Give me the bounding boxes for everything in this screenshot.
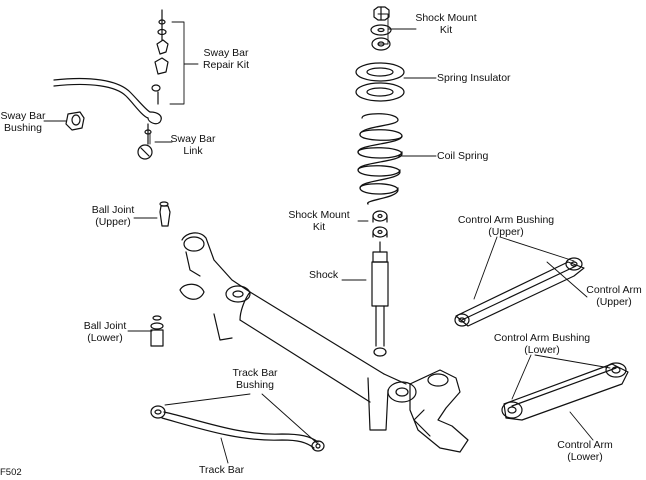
sway-bar	[53, 77, 162, 125]
label-control-arm-bushing-lower: Control Arm Bushing (Lower)	[493, 332, 591, 356]
axle-beam	[179, 232, 469, 453]
ball-joint-lower	[150, 315, 164, 347]
sway-bar-bushing	[65, 111, 85, 131]
label-sway-bar-bushing: Sway Bar Bushing	[0, 110, 46, 134]
label-shock-mount-kit-top: Shock Mount Kit	[415, 12, 477, 36]
track-bar	[150, 405, 325, 452]
label-track-bar: Track Bar	[199, 464, 245, 476]
label-control-arm-upper: Control Arm (Upper)	[586, 284, 642, 308]
label-coil-spring: Coil Spring	[437, 150, 489, 162]
control-arm-lower	[501, 362, 629, 421]
spring-insulator	[355, 62, 405, 102]
shock-mount-kit-mid	[372, 210, 388, 238]
control-arm-upper	[454, 257, 585, 327]
sway-bar-link	[137, 123, 153, 160]
label-shock: Shock	[309, 269, 339, 281]
label-spring-insulator: Spring Insulator	[437, 72, 511, 84]
shock-absorber	[371, 241, 389, 357]
label-track-bar-bushing: Track Bar Bushing	[232, 367, 278, 391]
label-sway-bar-repair-kit: Sway Bar Repair Kit	[202, 47, 250, 71]
label-sway-bar-link: Sway Bar Link	[170, 133, 216, 157]
sway-bar-repair-kit	[151, 9, 169, 105]
figure-code: F502	[0, 467, 22, 478]
label-shock-mount-kit-mid: Shock Mount Kit	[288, 209, 350, 233]
label-ball-joint-lower: Ball Joint (Lower)	[83, 320, 127, 344]
shock-mount-kit-top	[370, 6, 392, 51]
ball-joint-upper	[159, 201, 171, 227]
label-control-arm-lower: Control Arm (Lower)	[557, 439, 613, 463]
label-control-arm-bushing-upper: Control Arm Bushing (Upper)	[457, 214, 555, 238]
label-ball-joint-upper: Ball Joint (Upper)	[91, 204, 135, 228]
coil-spring	[357, 113, 403, 205]
leader-lines	[43, 13, 611, 464]
